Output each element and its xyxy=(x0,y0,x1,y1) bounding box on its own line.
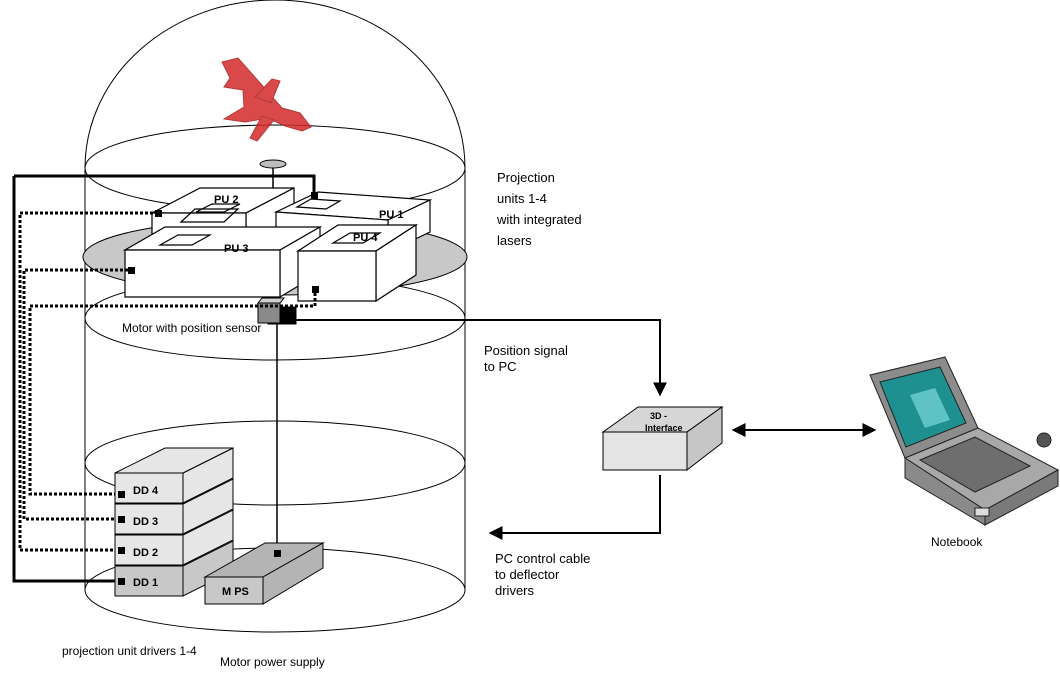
interface-label-line1: 3D - xyxy=(650,411,667,421)
dotted-cables xyxy=(18,211,317,552)
notebook-computer-icon xyxy=(869,356,1060,526)
notebook-label: Notebook xyxy=(931,535,983,549)
pc-control-label-3: drivers xyxy=(495,583,535,598)
pu1-label: PU 1 xyxy=(379,209,403,221)
connector-ports xyxy=(118,192,319,585)
deflector-driver-stack xyxy=(114,447,234,597)
pc-control-label-2: to deflector xyxy=(495,567,560,582)
projection-units-label-3: with integrated xyxy=(496,212,582,227)
dd2-label: DD 2 xyxy=(133,547,158,559)
pu4-label: PU 4 xyxy=(353,232,378,244)
pu-drivers-label: projection unit drivers 1-4 xyxy=(62,644,197,658)
interface-label-line2: Interface xyxy=(645,423,683,433)
mps-label: M PS xyxy=(222,586,249,598)
lower-ring xyxy=(84,420,466,506)
position-signal-label-2: to PC xyxy=(484,359,517,374)
motor-sensor-label: Motor with position sensor xyxy=(122,321,261,335)
motor-sensor xyxy=(256,297,297,325)
position-signal-cable xyxy=(296,319,667,397)
dome-arc xyxy=(84,0,466,169)
pu2-label: PU 2 xyxy=(214,194,238,206)
3d-interface-box xyxy=(601,406,724,472)
projection-units-label-4: lasers xyxy=(497,233,532,248)
airplane-hologram-icon xyxy=(221,57,312,142)
dd4-label: DD 4 xyxy=(133,485,159,497)
projection-unit-3 xyxy=(122,225,323,299)
cylinder-enclosure xyxy=(84,0,466,633)
pc-control-label-1: PC control cable xyxy=(495,551,590,566)
pc-control-cable xyxy=(488,475,661,540)
projection-units-label-2: units 1-4 xyxy=(497,191,547,206)
solid-cables xyxy=(12,174,316,583)
dd3-label: DD 3 xyxy=(133,516,158,528)
position-signal-label-1: Position signal xyxy=(484,343,568,358)
motor-power-supply-box xyxy=(203,542,325,605)
pu3-label: PU 3 xyxy=(224,243,248,255)
dd1-label: DD 1 xyxy=(133,577,158,589)
motor-power-label: Motor power supply xyxy=(220,655,325,669)
projection-units-label-1: Projection xyxy=(497,170,555,185)
